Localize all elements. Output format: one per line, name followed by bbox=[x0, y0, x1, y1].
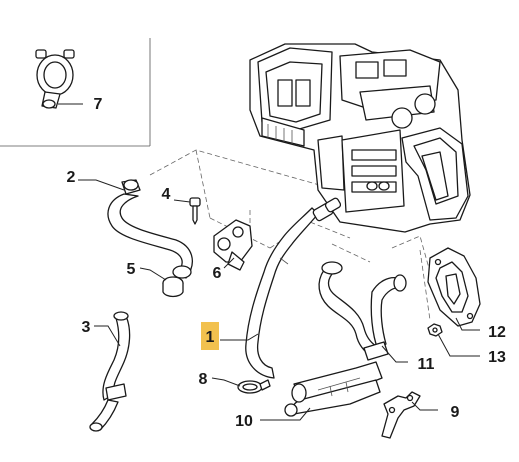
part-5-grommet bbox=[162, 276, 184, 298]
leader-lines bbox=[58, 103, 480, 421]
part-2-hose bbox=[107, 179, 193, 279]
part-6-bracket bbox=[213, 219, 253, 271]
part-11-pipe bbox=[318, 261, 407, 361]
callout-1-highlight bbox=[201, 322, 219, 350]
part-12-gasket bbox=[427, 247, 481, 327]
part-9-bracket bbox=[381, 391, 421, 439]
part-10-pipe bbox=[284, 361, 383, 417]
callout-4: 4 bbox=[162, 186, 171, 203]
callout-12: 12 bbox=[488, 324, 506, 341]
part-3-hose bbox=[89, 311, 131, 432]
part-8-clamp bbox=[237, 379, 271, 394]
callout-3: 3 bbox=[82, 319, 91, 336]
callout-7: 7 bbox=[94, 96, 103, 113]
part-7-clip bbox=[35, 49, 75, 109]
part-4-screw bbox=[189, 197, 201, 225]
callout-13: 13 bbox=[488, 349, 506, 366]
callout-labels: 1 2 3 4 5 6 7 8 9 10 11 12 13 bbox=[67, 96, 506, 430]
part-1-hose bbox=[245, 197, 342, 379]
callout-10: 10 bbox=[235, 413, 253, 430]
callout-9: 9 bbox=[451, 404, 460, 421]
part-13-nut bbox=[427, 323, 443, 337]
inset-frame bbox=[0, 38, 151, 147]
callout-5: 5 bbox=[127, 261, 136, 278]
hvac-housing bbox=[249, 43, 471, 233]
callout-6: 6 bbox=[213, 265, 222, 282]
callout-11: 11 bbox=[418, 356, 435, 373]
callout-2: 2 bbox=[67, 169, 76, 186]
callout-1: 1 bbox=[206, 329, 215, 346]
callout-8: 8 bbox=[199, 371, 208, 388]
